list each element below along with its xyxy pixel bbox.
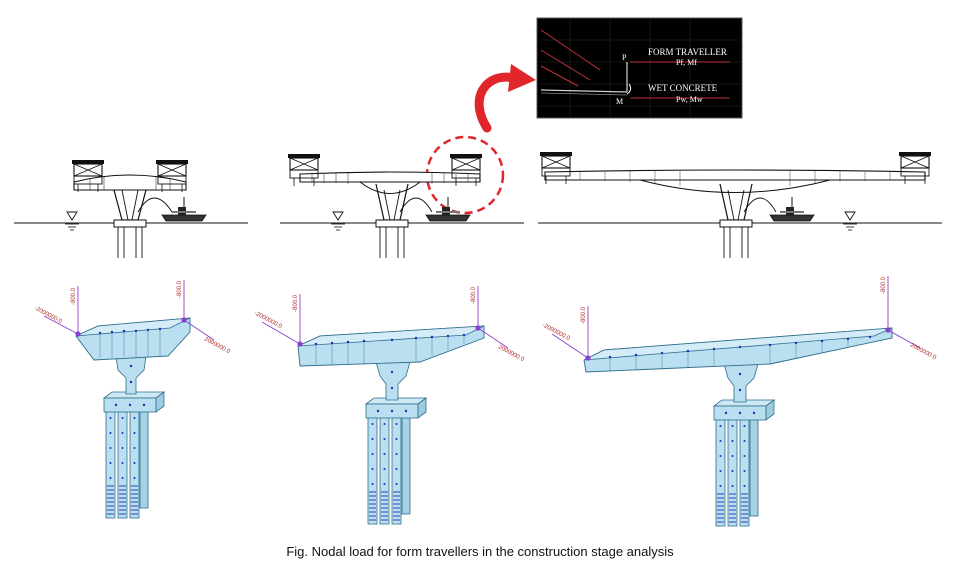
form-traveller-title: FORM TRAVELLER <box>648 47 727 57</box>
elevation-stage-1 <box>14 159 248 258</box>
left-vertical-load-label: -800.0 <box>581 306 587 324</box>
detail-inset: P M FORM TRAVELLER Pf, Mf WET CONCRETE P… <box>536 17 743 119</box>
elevation-stage-3 <box>538 151 942 258</box>
wet-concrete-title: WET CONCRETE <box>648 83 718 93</box>
right-vertical-load-label: -800.0 <box>471 286 477 304</box>
fe-model-stage-3: -800.0 -800.0 -2000000.0 2000000.0 <box>541 276 938 527</box>
wet-concrete-sub: Pw, Mw <box>676 95 703 104</box>
fe-model-stage-2: -800.0 -800.0 -2000000.0 2000000.0 <box>253 286 526 525</box>
figure-caption: Fig. Nodal load for form travellers in t… <box>286 544 674 559</box>
force-label: P <box>622 53 627 62</box>
left-vertical-load-label: -800.0 <box>293 294 299 312</box>
curved-arrow-icon <box>474 64 536 133</box>
left-vertical-load-label: -800.0 <box>71 287 77 305</box>
right-moment-label: 2000000.0 <box>497 344 525 363</box>
form-traveller-sub: Pf, Mf <box>676 58 697 67</box>
right-moment-label: 2000000.0 <box>203 336 231 355</box>
elevation-stage-2 <box>280 153 524 258</box>
fe-model-stage-1: -800.0 -800.0 -2000000.0 2000000.0 <box>33 280 232 519</box>
left-moment-label: -2000000.0 <box>33 305 63 325</box>
left-moment-label: -2000000.0 <box>253 310 283 330</box>
right-moment-label: 2000000.0 <box>909 342 937 361</box>
right-vertical-load-label: -800.0 <box>881 276 887 294</box>
left-moment-label: -2000000.0 <box>541 322 571 342</box>
right-vertical-load-label: -800.0 <box>177 280 183 298</box>
moment-label: M <box>616 97 623 106</box>
